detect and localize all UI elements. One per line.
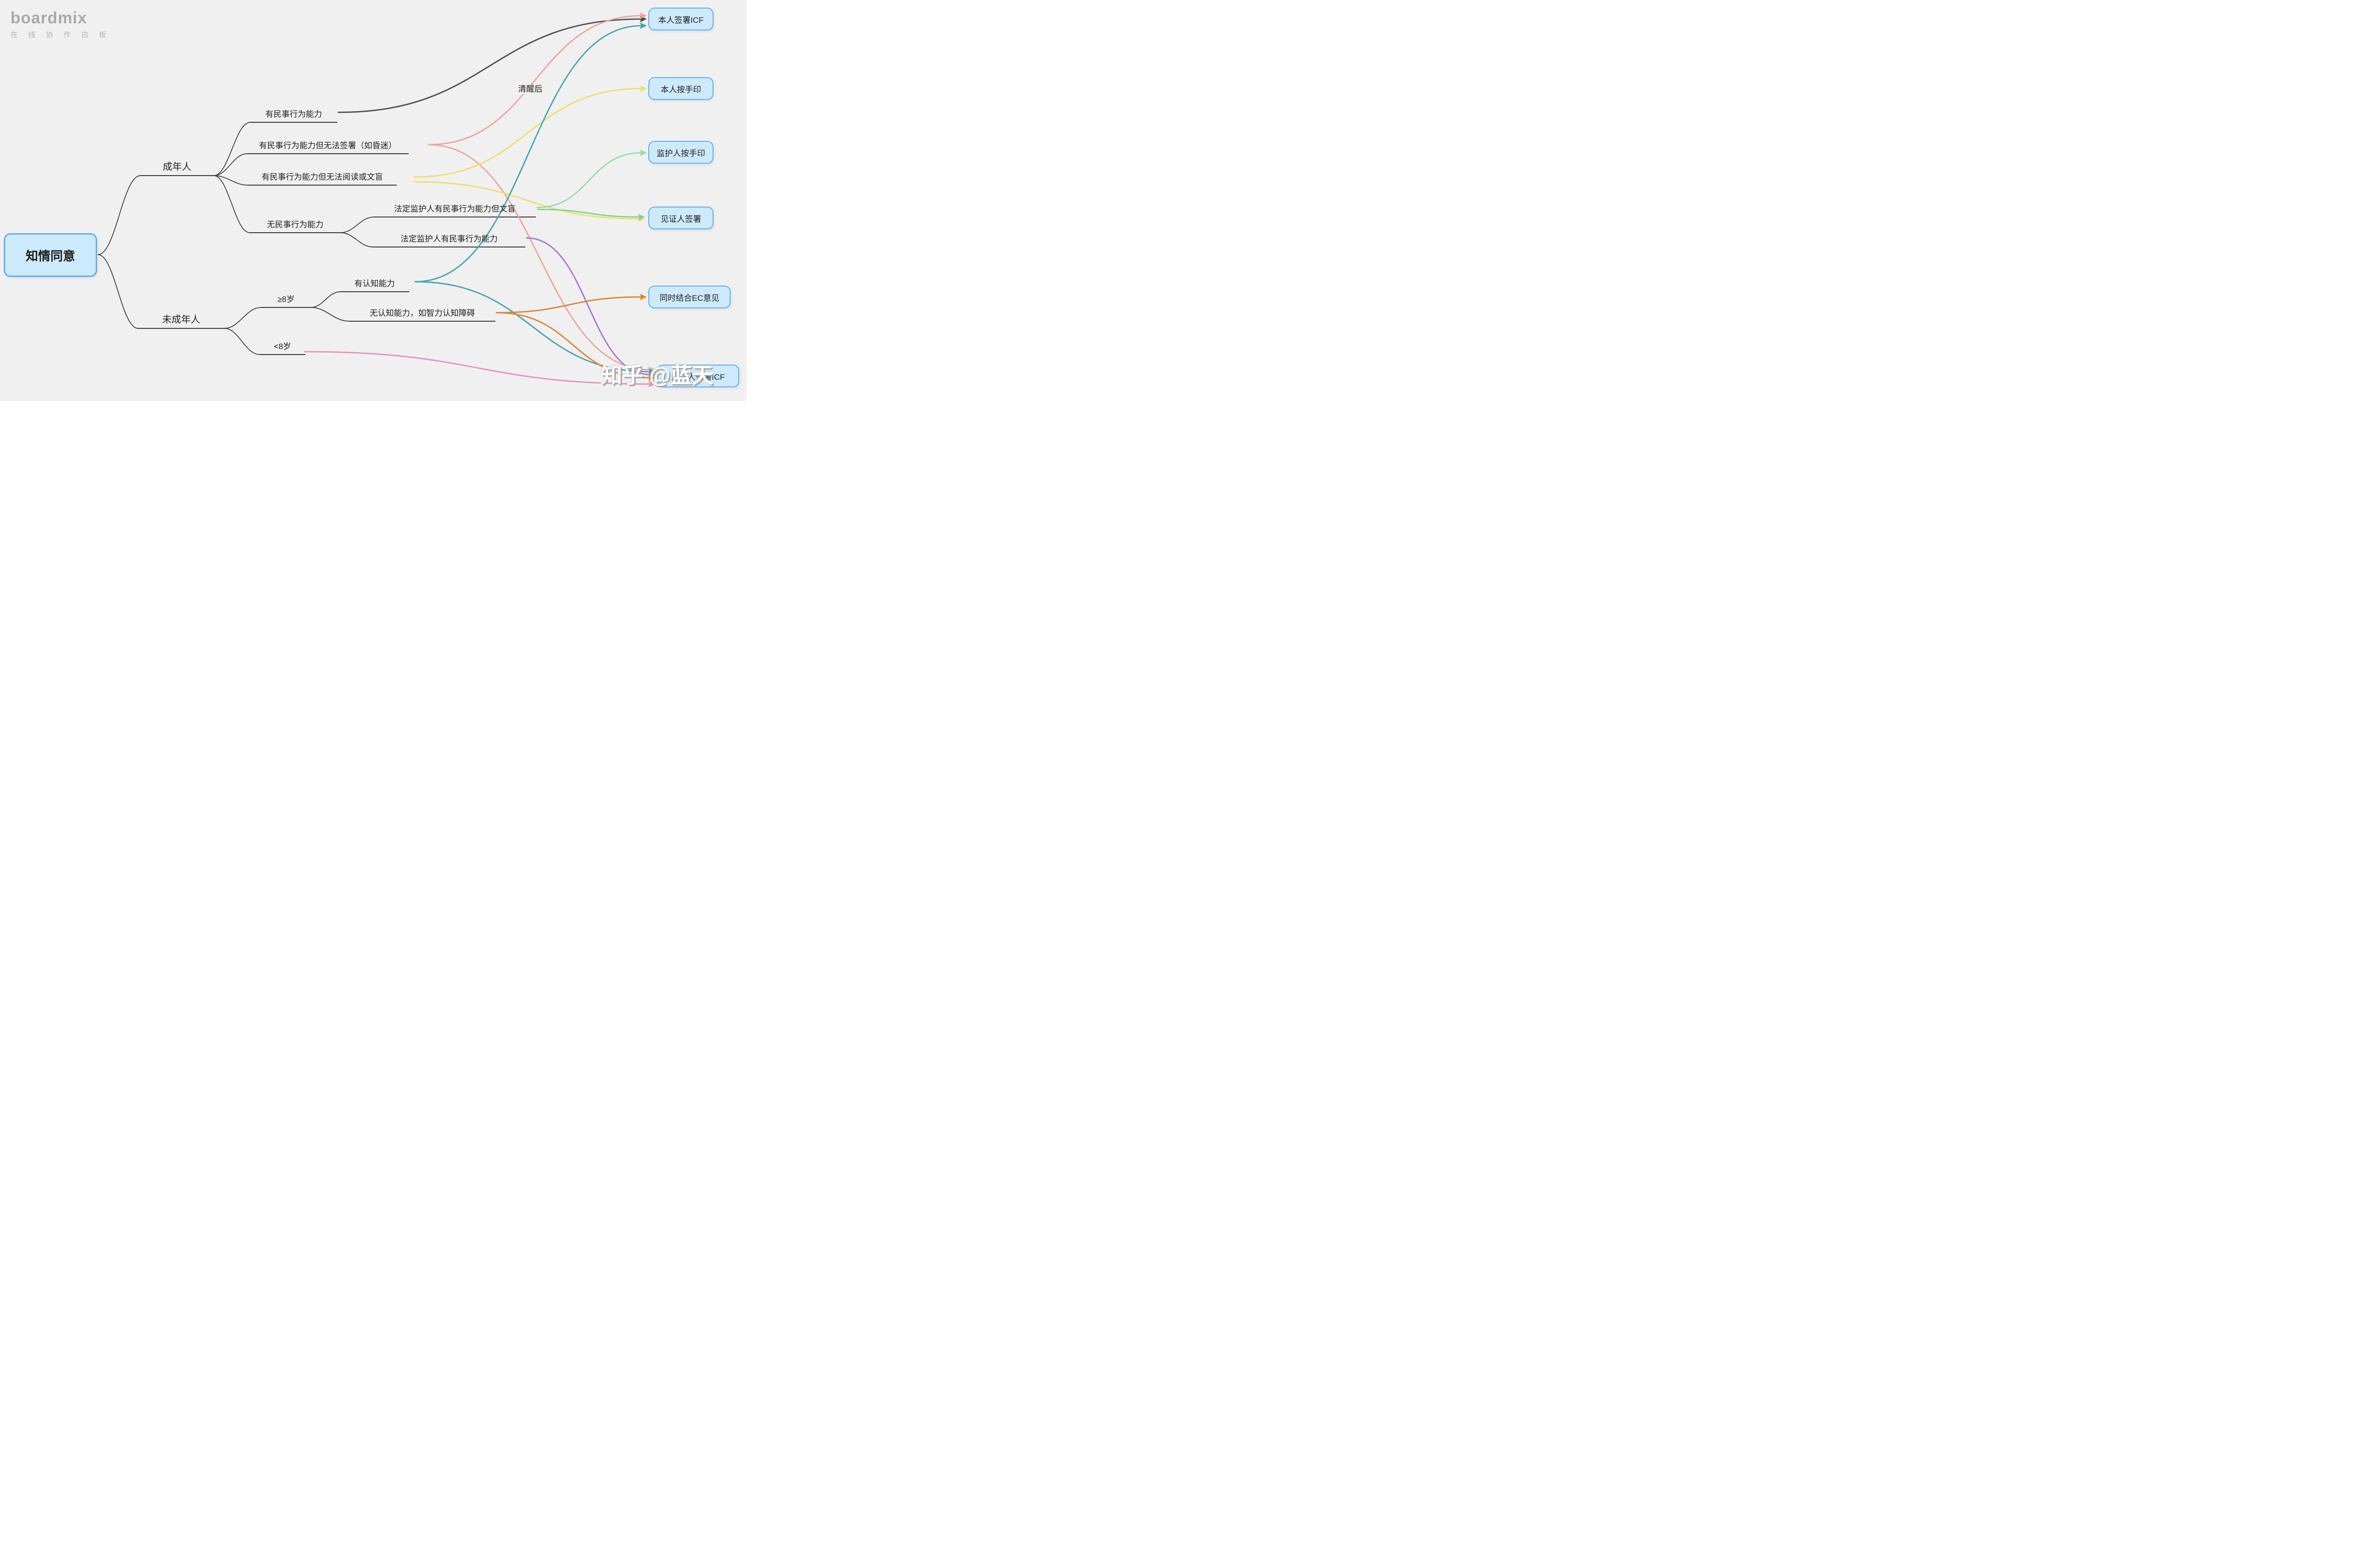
arrow-capacity-to-self-sign[interactable] bbox=[337, 18, 643, 113]
node-with-ec-opinion[interactable]: 同时结合EC意见 bbox=[648, 286, 731, 308]
tree-connector-no-capacity-to-guardian-capacity bbox=[340, 232, 374, 247]
arrow-lt8-to-guardian-sign[interactable] bbox=[304, 351, 651, 385]
label-after-awake[interactable]: 清醒后 bbox=[516, 85, 544, 94]
tree-connector-root-to-minor bbox=[98, 254, 139, 329]
topic-capacity[interactable]: 有民事行为能力 bbox=[265, 109, 322, 119]
tree-connector-ge8-to-cognition bbox=[310, 291, 341, 308]
watermark: 知乎 @蓝天 bbox=[601, 363, 714, 387]
arrowhead-guardian-illiterate-to-witness bbox=[638, 214, 645, 220]
topic-no-capacity[interactable]: 无民事行为能力 bbox=[267, 220, 324, 229]
node-guardian-fingerprint[interactable]: 监护人按手印 bbox=[648, 141, 714, 164]
arrow-guardian-capacity-to-guardian-sign[interactable] bbox=[526, 237, 651, 375]
topic-adult[interactable]: 成年人 bbox=[163, 162, 191, 172]
arrow-guardian-illiterate-to-fingerprint[interactable] bbox=[536, 152, 643, 208]
arrow-illiterate-to-self-fingerprint[interactable] bbox=[413, 88, 643, 178]
topic-lt8[interactable]: <8岁 bbox=[274, 342, 291, 351]
node-witness-sign[interactable]: 见证人签署 bbox=[648, 207, 714, 229]
tree-connector-ge8-to-no-cognition bbox=[310, 307, 350, 322]
whiteboard-canvas: boardmix 在 线 协 作 白 板 知情同意 本人签署ICF 本人按手印监护人… bbox=[0, 0, 746, 401]
logo-tagline: 在 线 协 作 白 板 bbox=[10, 31, 110, 39]
arrow-no-sign-to-guardian-sign[interactable] bbox=[427, 144, 651, 371]
arrow-illiterate-to-witness-sign[interactable] bbox=[413, 181, 641, 220]
arrow-no-sign-awake-to-self-sign[interactable] bbox=[427, 15, 643, 146]
connector-layer bbox=[98, 12, 655, 387]
arrow-cognition-to-self-sign[interactable] bbox=[414, 25, 643, 283]
tree-connector-adult-to-capacity bbox=[213, 122, 251, 176]
arrow-no-cognition-to-guardian-sign[interactable] bbox=[496, 312, 651, 379]
logo-text: boardmix bbox=[10, 9, 88, 27]
arrow-guardian-illiterate-to-witness[interactable] bbox=[537, 208, 641, 218]
arrowhead-no-sign-awake-to-self-sign bbox=[640, 12, 647, 19]
topic-capacity-illiterate[interactable]: 有民事行为能力但无法阅读或文盲 bbox=[261, 172, 383, 182]
node-self-sign-icf[interactable]: 本人签署ICF bbox=[648, 8, 714, 30]
arrowhead-lt8-to-guardian-sign bbox=[648, 381, 655, 387]
topic-guardian-illiterate[interactable]: 法定监护人有民事行为能力但文盲 bbox=[394, 204, 516, 214]
arrowhead-no-cognition-to-guardian-sign bbox=[648, 375, 655, 381]
node-self-fingerprint[interactable]: 本人按手印 bbox=[648, 77, 714, 100]
node-guardian-sign-icf[interactable]: 监护人签署ICF bbox=[657, 365, 739, 387]
tree-connector-minor-to-ge8 bbox=[224, 307, 262, 329]
topic-ge8[interactable]: ≥8岁 bbox=[278, 295, 295, 304]
arrow-no-cognition-to-ec[interactable] bbox=[496, 296, 643, 314]
tree-connector-adult-to-capacity-illiterate bbox=[213, 175, 248, 186]
arrowhead-no-cognition-to-ec bbox=[640, 294, 647, 300]
topic-cognition[interactable]: 有认知能力 bbox=[354, 279, 395, 288]
topic-capacity-no-sign[interactable]: 有民事行为能力但无法签署（如昏迷） bbox=[259, 141, 397, 150]
tree-connector-minor-to-lt8 bbox=[224, 328, 260, 355]
tree-connector-adult-to-no-capacity bbox=[213, 175, 250, 233]
topic-guardian-capacity[interactable]: 法定监护人有民事行为能力 bbox=[400, 234, 498, 244]
boardmix-logo: boardmix 在 线 协 作 白 板 bbox=[10, 10, 110, 39]
arrowhead-guardian-illiterate-to-fingerprint bbox=[640, 149, 647, 156]
topic-no-cognition[interactable]: 无认知能力，如智力认知障碍 bbox=[369, 308, 475, 318]
tree-connector-no-capacity-to-guardian-illiterate bbox=[340, 217, 375, 233]
arrowhead-cognition-to-self-sign bbox=[640, 22, 647, 29]
tree-connector-adult-to-capacity-no-sign bbox=[213, 153, 248, 176]
arrow-cognition-to-guardian-sign[interactable] bbox=[414, 281, 651, 373]
topic-minor[interactable]: 未成年人 bbox=[162, 315, 200, 325]
tree-connector-root-to-adult bbox=[98, 175, 141, 255]
node-root[interactable]: 知情同意 bbox=[4, 233, 97, 277]
arrowhead-illiterate-to-self-fingerprint bbox=[640, 85, 647, 92]
